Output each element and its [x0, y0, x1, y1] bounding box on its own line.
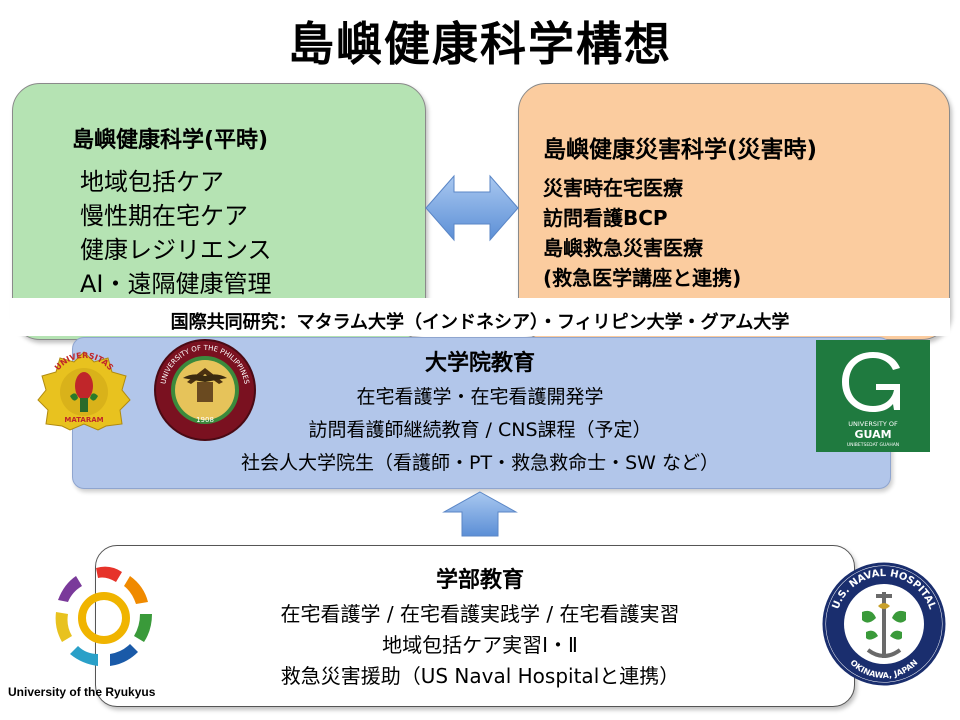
undergraduate-box [95, 545, 855, 707]
international-band [10, 298, 950, 336]
page-title: 島嶼健康科学構想 [288, 17, 672, 71]
philippines-seal-year: 1908 [196, 416, 214, 424]
guam-logo-line1: UNIVERSITY OF [848, 420, 898, 428]
double-arrow-icon [425, 174, 519, 242]
ryukyus-caption: University of the Ryukyus [8, 685, 156, 699]
peacetime-item: 健康レジリエンス [80, 236, 272, 264]
up-arrow-icon [442, 491, 518, 537]
philippines-seal: UNIVERSITY OF THE PHILIPPINES 1908 [154, 339, 256, 441]
disaster-heading: 島嶼健康災害科学(災害時) [543, 137, 818, 163]
undergraduate-item: 救急災害援助（US Naval Hospitalと連携） [280, 664, 680, 688]
undergraduate-item: 在宅看護学 / 在宅看護実践学 / 在宅看護実習 [280, 602, 680, 626]
guam-logo-line3: UNIBETSEDAT GUAHAN [847, 442, 899, 448]
peacetime-item: 地域包括ケア [80, 168, 224, 196]
peacetime-item: 慢性期在宅ケア [80, 202, 248, 230]
graduate-item: 社会人大学院生（看護師・PT・救急救命士・SW など） [241, 452, 719, 474]
graduate-item: 在宅看護学・在宅看護開発学 [356, 386, 604, 408]
disaster-item: 訪問看護BCP [543, 206, 668, 230]
disaster-item: 災害時在宅医療 [543, 176, 683, 200]
guam-logo: UNIVERSITY OF GUAM UNIBETSEDAT GUAHAN [816, 340, 930, 452]
disaster-item: 島嶼救急災害医療 [543, 236, 703, 260]
disaster-item: (救急医学講座と連携) [543, 266, 742, 290]
mataram-logo: UNIVERSITAS MATARAM [37, 351, 131, 431]
peacetime-box [12, 83, 426, 340]
guam-logo-line2: GUAM [854, 428, 891, 441]
peacetime-item: AI・遠隔健康管理 [80, 270, 272, 298]
mataram-logo-bottom-text: MATARAM [64, 416, 103, 424]
undergraduate-heading: 学部教育 [435, 568, 524, 593]
disaster-box [518, 83, 950, 340]
graduate-heading: 大学院教育 [424, 351, 535, 376]
naval-hospital-logo: U.S. NAVAL HOSPITAL OKINAWA, JAPAN [822, 562, 946, 686]
peacetime-heading: 島嶼健康科学(平時) [72, 128, 269, 153]
graduate-item: 訪問看護師継続教育 / CNS課程（予定） [308, 419, 652, 441]
undergraduate-item: 地域包括ケア実習Ⅰ・Ⅱ [382, 633, 578, 657]
ryukyus-logo [55, 566, 152, 666]
international-research: 国際共同研究：マタラム大学（インドネシア）・フィリピン大学・グアム大学 [170, 312, 790, 333]
